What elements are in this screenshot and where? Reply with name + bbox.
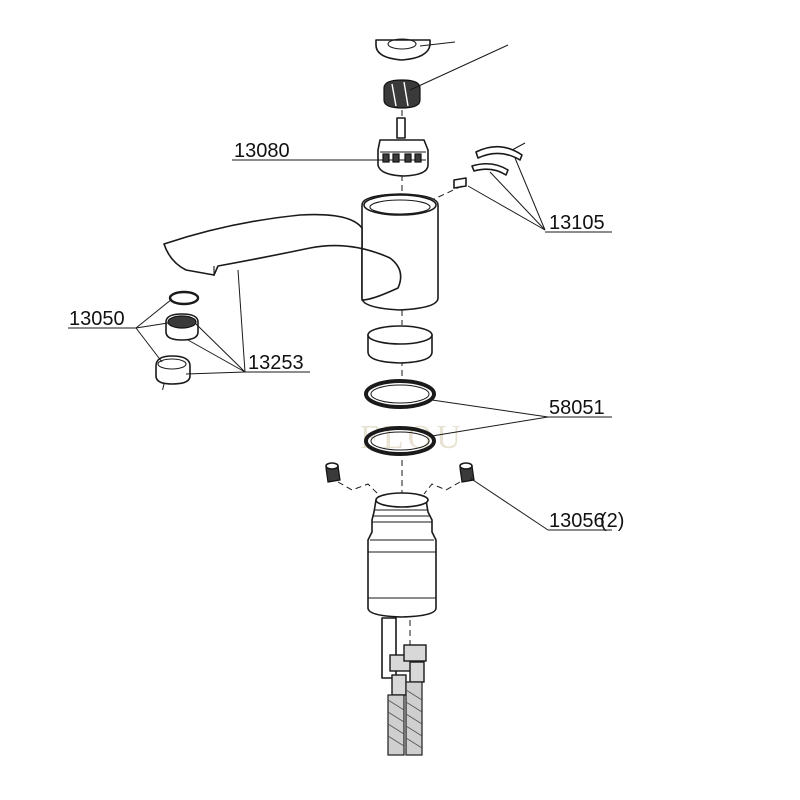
o-rings bbox=[364, 379, 436, 456]
top-cap-ring bbox=[375, 38, 431, 61]
supply-hoses bbox=[381, 617, 427, 756]
callout-13253: 13253 bbox=[248, 352, 304, 374]
callout-13056: 13056 bbox=[549, 510, 605, 532]
leader-lines bbox=[68, 41, 612, 531]
callout-13056-quantity: (2) bbox=[600, 510, 624, 532]
spout bbox=[163, 213, 402, 301]
aerator-parts bbox=[155, 290, 200, 393]
callout-58051: 58051 bbox=[549, 397, 605, 419]
callout-13050: 13050 bbox=[69, 308, 125, 330]
callout-13105: 13105 bbox=[549, 212, 605, 234]
base-body bbox=[367, 492, 437, 618]
collar-ring bbox=[367, 325, 433, 364]
callout-13080: 13080 bbox=[234, 140, 290, 162]
screw-cap bbox=[383, 79, 421, 109]
side-clips bbox=[431, 142, 526, 201]
cartridge bbox=[377, 117, 429, 177]
grub-screws bbox=[325, 462, 475, 495]
